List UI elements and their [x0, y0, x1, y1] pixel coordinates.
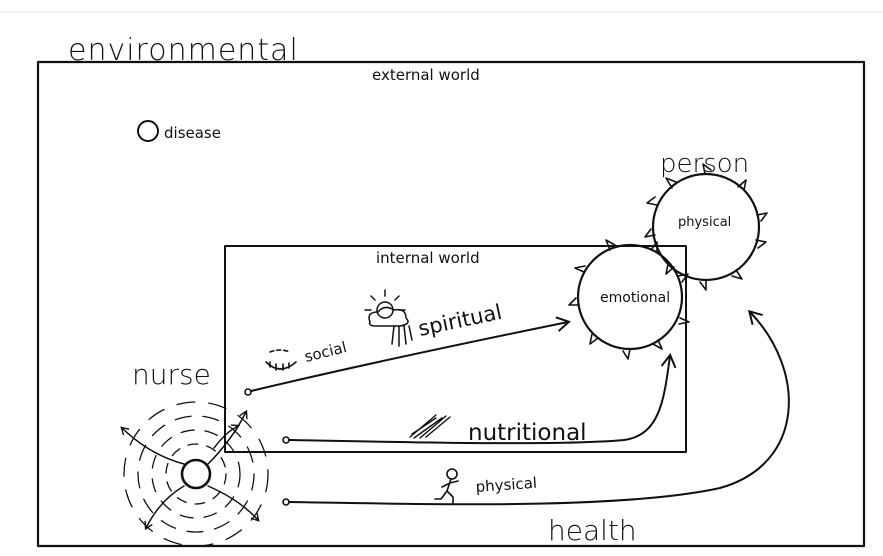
nutritional-arrow [288, 353, 677, 445]
nutritional-label: nutritional [468, 420, 587, 446]
nurse-radiating-arrows [120, 409, 260, 531]
health-label: health [548, 514, 637, 547]
social-label: social [303, 338, 349, 366]
internal-world-label: internal world [376, 249, 480, 267]
disease-label: disease [164, 124, 221, 142]
emotional-label: emotional [600, 290, 670, 306]
nutritional-icon [409, 414, 451, 439]
nurse-label: nurse [132, 358, 211, 391]
internal-world-box [224, 245, 687, 453]
spiritual-label: spiritual [416, 300, 504, 341]
disease-icon [137, 120, 159, 142]
social-icon [265, 349, 297, 371]
physical-person-label: physical [678, 215, 731, 230]
physical-path-label: physical [475, 474, 538, 496]
external-world-box [36, 60, 866, 548]
external-world-label: external world [372, 66, 480, 84]
physical-circle-spikes [644, 163, 768, 291]
nurse-icon [123, 401, 269, 547]
runner-icon [434, 468, 459, 504]
spiritual-path-origin [244, 388, 252, 396]
emotional-circle-spikes [568, 239, 690, 360]
spiritual-arrow [250, 316, 571, 392]
spiritual-icon [364, 289, 413, 347]
physical-arrow [288, 309, 790, 506]
